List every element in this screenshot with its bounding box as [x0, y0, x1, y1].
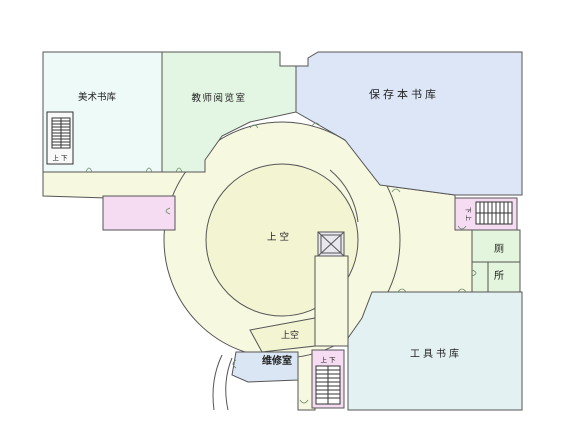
room-maintenance [231, 351, 299, 383]
label-toilet-bottom: 所 [494, 270, 504, 282]
room-tool-books [347, 291, 523, 411]
label-stair-left: 上 下 [52, 153, 68, 162]
room-teacher-reading [161, 51, 297, 173]
door-marks [85, 122, 477, 404]
stair-left [46, 111, 74, 165]
label-teacher-reading: 教师阅览室 [191, 92, 246, 104]
stair-bottom [315, 365, 341, 405]
room-pink-left [102, 195, 176, 231]
label-void-small: 上空 [281, 329, 299, 341]
label-maintenance: 维修室 [262, 354, 292, 367]
room-preserved-books [295, 51, 523, 196]
room-toilet-top [471, 229, 521, 263]
void-small [249, 317, 316, 353]
label-tool-books: 工具书库 [410, 347, 462, 360]
label-void-center: 上 空 [267, 231, 289, 243]
label-preserved-books: 保存本书库 [369, 87, 439, 101]
label-stair-bottom: 上 下 [320, 355, 336, 364]
label-toilet-top: 厕 [494, 243, 504, 255]
label-stair-right: 下 上 [464, 207, 472, 221]
label-art-books: 美术书库 [78, 91, 117, 103]
stair-right [475, 201, 513, 225]
central-corridor [314, 255, 349, 347]
room-toilet-bottom [471, 261, 521, 293]
